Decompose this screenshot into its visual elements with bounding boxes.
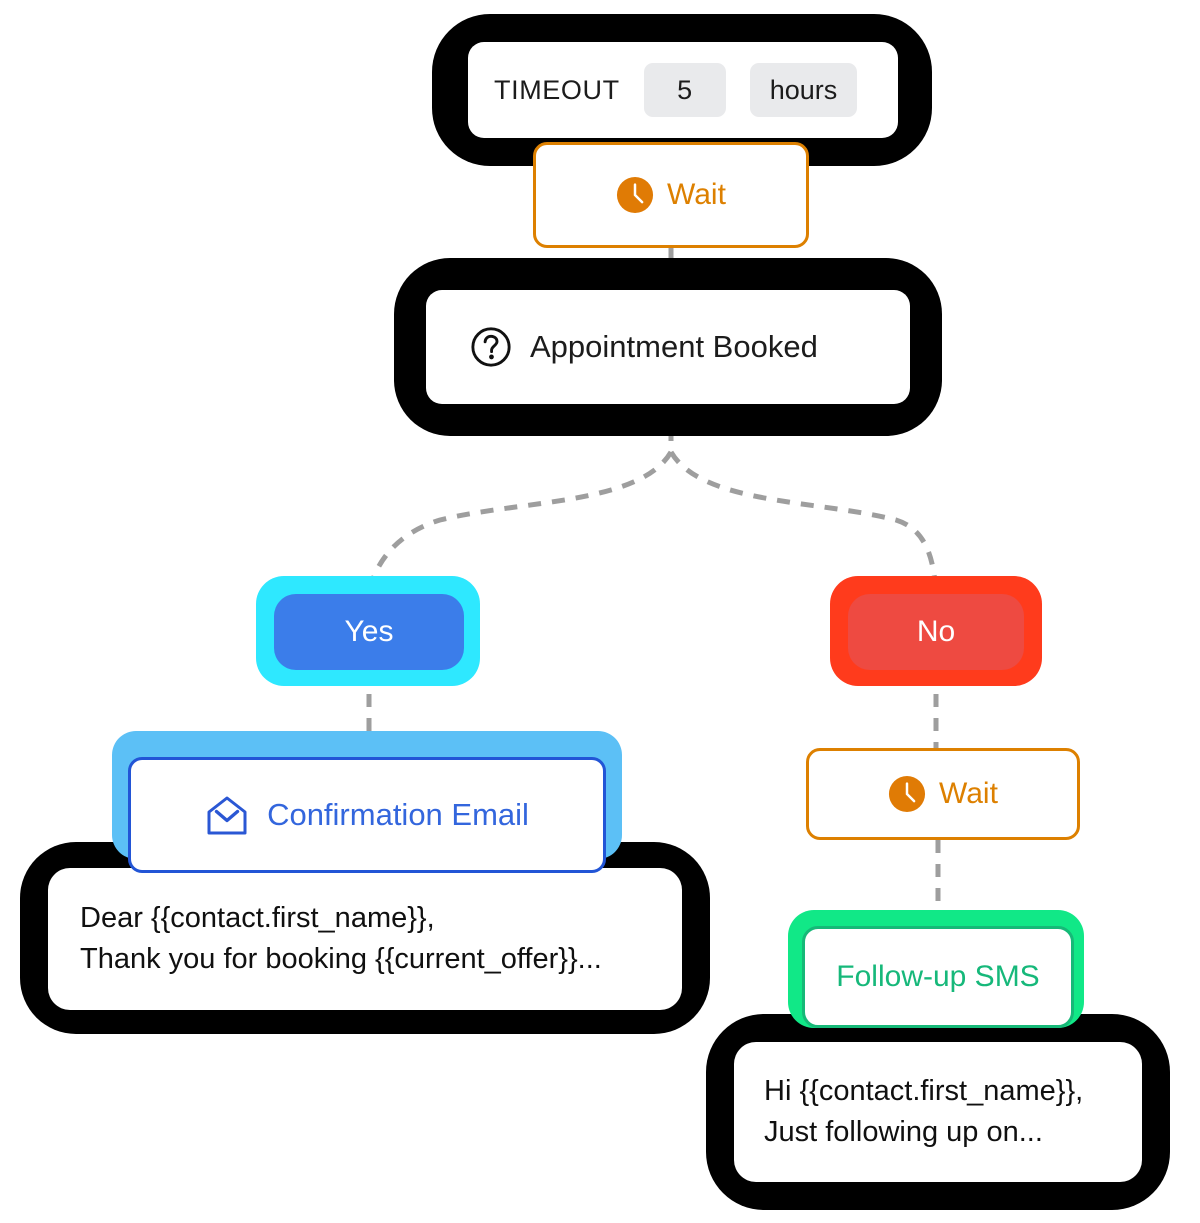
connector-split-to-no [668,450,939,595]
condition-label: Appointment Booked [530,329,818,364]
wait-node-right[interactable]: Wait [806,748,1080,840]
email-node-header[interactable]: Confirmation Email [128,757,606,873]
sms-node-label: Follow-up SMS [836,960,1040,993]
sms-body-line-1: Hi {{contact.first_name}}, [764,1074,1084,1107]
wait-label-top: Wait [667,178,726,211]
connector-split-to-yes [366,450,674,595]
clock-icon [616,176,654,214]
question-mark-icon [471,327,511,367]
condition-node[interactable]: Appointment Booked [426,290,910,404]
sms-node-header[interactable]: Follow-up SMS [802,926,1074,1028]
email-body-line-2: Thank you for booking {{current_offer}}.… [80,943,602,975]
wait-label-right: Wait [939,777,998,810]
timeout-label: TIMEOUT [494,74,620,105]
branch-no-button[interactable]: No [848,594,1024,670]
sms-body-line-2: Just following up on... [764,1116,1043,1148]
email-body-card[interactable]: Dear {{contact.first_name}}, Thank you f… [48,868,682,1010]
email-body-line-1: Dear {{contact.first_name}}, [80,901,435,934]
timeout-card[interactable]: TIMEOUT 5 hours [468,42,898,138]
email-node-label: Confirmation Email [267,797,529,832]
sms-body-card[interactable]: Hi {{contact.first_name}}, Just followin… [734,1042,1142,1182]
open-envelope-icon [207,796,247,835]
timeout-unit-chip[interactable]: hours [749,63,858,117]
branch-yes-button[interactable]: Yes [274,594,464,670]
wait-node-top[interactable]: Wait [533,142,809,248]
clock-icon [888,775,926,813]
timeout-value-chip[interactable]: 5 [643,63,726,117]
